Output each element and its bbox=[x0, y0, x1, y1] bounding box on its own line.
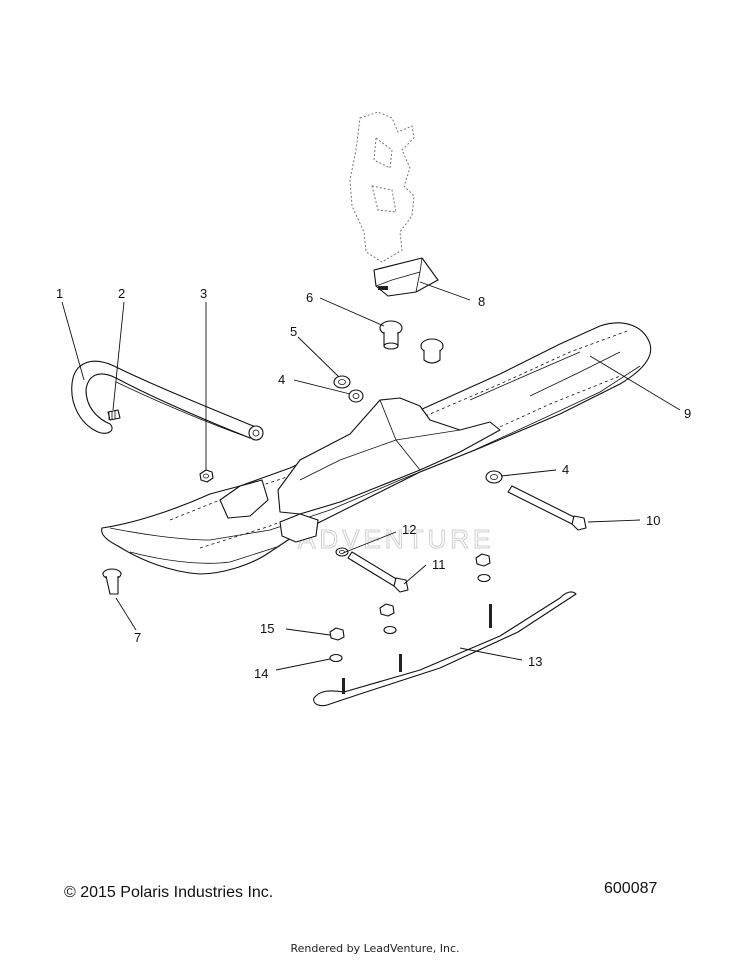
callout-4-lower: 4 bbox=[562, 462, 569, 477]
callout-12: 12 bbox=[402, 522, 416, 537]
callout-7: 7 bbox=[134, 630, 141, 645]
callout-9: 9 bbox=[684, 406, 691, 421]
render-credit: Rendered by LeadVenture, Inc. bbox=[290, 942, 460, 955]
callout-8: 8 bbox=[478, 294, 485, 309]
callout-labels: 1 2 3 4 4 5 6 7 8 9 10 11 12 13 14 15 bbox=[56, 286, 691, 681]
callout-10: 10 bbox=[646, 513, 660, 528]
callout-5: 5 bbox=[290, 324, 297, 339]
callout-14: 14 bbox=[254, 666, 268, 681]
callout-15: 15 bbox=[260, 621, 274, 636]
watermark-text: ADVENTURE bbox=[298, 524, 494, 554]
part-nuts-washers bbox=[329, 553, 491, 663]
part-bushing-5 bbox=[333, 375, 351, 389]
callout-1: 1 bbox=[56, 286, 63, 301]
callout-3: 3 bbox=[200, 286, 207, 301]
figure-number: 600087 bbox=[604, 880, 658, 897]
callout-4-upper: 4 bbox=[278, 372, 285, 387]
part-pin-7 bbox=[102, 568, 122, 595]
part-bolt-11 bbox=[347, 551, 409, 593]
copyright-text: © 2015 Polaris Industries Inc. bbox=[64, 884, 274, 901]
part-washer-4-upper bbox=[348, 389, 364, 403]
part-ski-body bbox=[101, 322, 652, 575]
part-ski-handle bbox=[71, 360, 264, 441]
callout-13: 13 bbox=[528, 654, 542, 669]
part-bolt-10 bbox=[507, 485, 587, 531]
part-pivot-bolt bbox=[379, 320, 403, 350]
callout-11: 11 bbox=[432, 557, 446, 572]
part-spindle-pad bbox=[373, 257, 439, 297]
part-washer-4-lower bbox=[485, 470, 503, 484]
part-wear-bar bbox=[313, 591, 577, 707]
part-pivot-bushing bbox=[420, 338, 444, 364]
leader-lines bbox=[61, 281, 681, 671]
part-nut-3 bbox=[199, 469, 214, 483]
callout-6: 6 bbox=[306, 290, 313, 305]
ghost-spindle bbox=[349, 111, 415, 263]
callout-2: 2 bbox=[118, 286, 125, 301]
part-handle-bolt bbox=[107, 409, 121, 421]
